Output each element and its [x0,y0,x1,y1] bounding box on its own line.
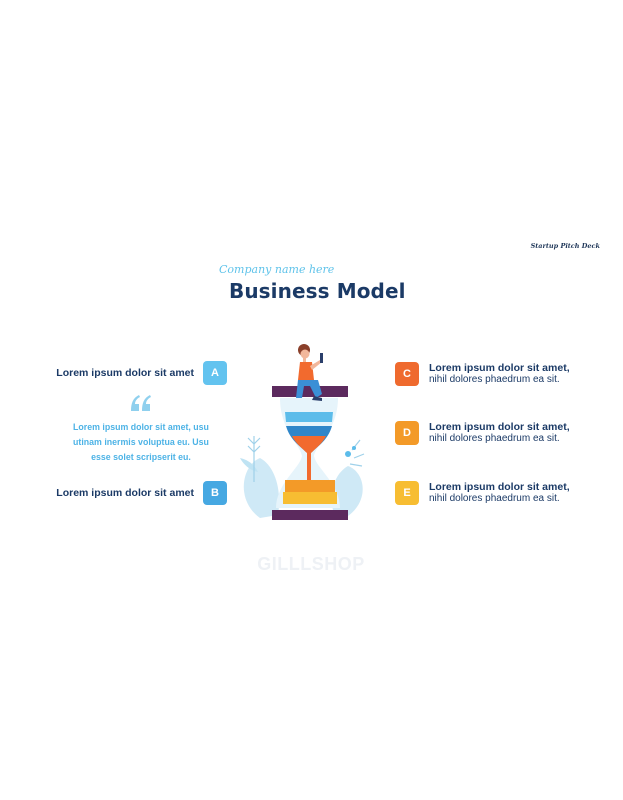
page-title: Business Model [229,279,406,303]
item-c-subtitle: nihil dolores phaedrum ea sit. [429,374,560,385]
quote-text: Lorem ipsum dolor sit amet, usu utinam i… [70,420,212,465]
badge-e: E [395,481,419,505]
item-a-label: Lorem ipsum dolor sit amet [56,367,194,379]
hourglass-illustration [240,344,365,520]
badge-c: C [395,362,419,386]
quote-icon [131,395,151,411]
quote-line: esse solet scripserit eu. [91,452,191,462]
item-e-title: Lorem ipsum dolor sit amet, [429,481,570,493]
item-e-subtitle: nihil dolores phaedrum ea sit. [429,493,560,504]
badge-b: B [203,481,227,505]
company-subtitle: Company name here [219,263,335,276]
brand-label: Startup Pitch Deck [530,242,600,250]
item-c-title: Lorem ipsum dolor sit amet, [429,362,570,374]
quote-line: utinam inermis voluptua eu. Usu [73,437,209,447]
badge-a: A [203,361,227,385]
item-d-title: Lorem ipsum dolor sit amet, [429,421,570,433]
watermark: GILLLSHOP [257,554,365,574]
quote-line: Lorem ipsum dolor sit amet, usu [73,422,209,432]
badge-d: D [395,421,419,445]
item-b-label: Lorem ipsum dolor sit amet [56,487,194,499]
item-d-subtitle: nihil dolores phaedrum ea sit. [429,433,560,444]
